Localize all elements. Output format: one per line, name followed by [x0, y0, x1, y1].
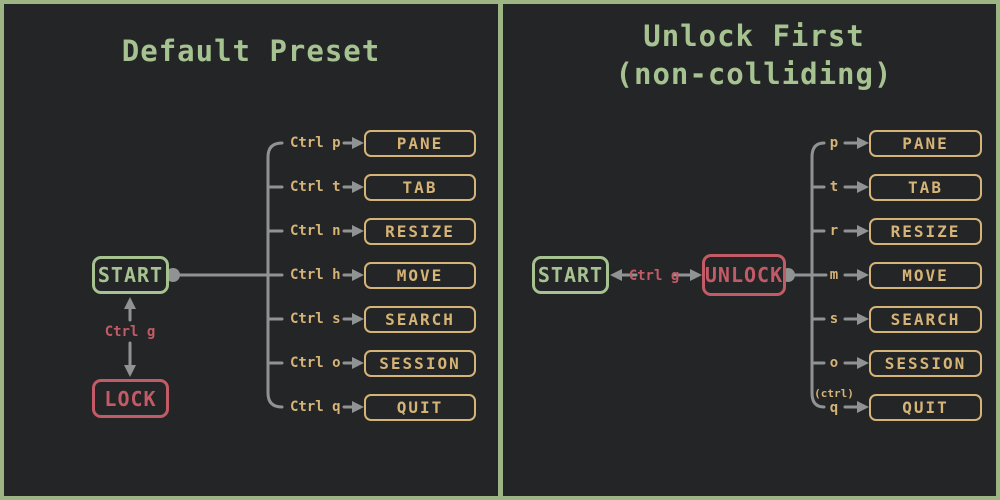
right-start-unlock-arrows — [610, 269, 702, 281]
left-key-pane: Ctrl p — [290, 135, 341, 151]
right-key-session: o — [829, 355, 839, 371]
left-box-move: MOVE — [364, 262, 476, 289]
right-ctrl-g-label: Ctrl g — [628, 268, 680, 284]
right-key-search: s — [829, 311, 839, 327]
left-tree-trunk — [174, 141, 284, 409]
right-key-quit: q — [829, 400, 839, 416]
left-key-quit: Ctrl q — [290, 399, 341, 415]
right-unlock-node: UNLOCK — [702, 254, 786, 296]
left-lock-node: LOCK — [92, 379, 169, 418]
right-box-search: SEARCH — [869, 306, 982, 333]
panel-divider — [498, 4, 503, 496]
left-start-label: START — [97, 263, 164, 287]
right-panel-title-line1: Unlock First — [643, 19, 865, 53]
right-start-label: START — [537, 263, 604, 287]
left-panel-title: Default Preset — [121, 34, 381, 68]
left-box-resize: RESIZE — [364, 218, 476, 245]
right-box-pane: PANE — [869, 130, 982, 157]
left-ctrl-g-label: Ctrl g — [104, 324, 156, 340]
left-lock-double-arrow — [124, 297, 136, 377]
left-box-pane: PANE — [364, 130, 476, 157]
right-key-tab: t — [829, 179, 839, 195]
right-box-session: SESSION — [869, 350, 982, 377]
right-start-node: START — [532, 256, 609, 294]
left-key-move: Ctrl h — [290, 267, 341, 283]
right-key-pane: p — [829, 135, 839, 151]
right-key-resize: r — [829, 223, 839, 239]
left-key-resize: Ctrl n — [290, 223, 341, 239]
right-key-quit-note: (ctrl) — [814, 387, 854, 400]
right-panel-title: Unlock First (non-colliding) — [507, 17, 996, 93]
right-box-tab: TAB — [869, 174, 982, 201]
right-panel-title-line2: (non-colliding) — [615, 57, 893, 91]
left-lock-label: LOCK — [104, 386, 157, 411]
left-box-search: SEARCH — [364, 306, 476, 333]
left-key-session: Ctrl o — [290, 355, 341, 371]
right-unlock-label: UNLOCK — [704, 263, 784, 287]
left-key-tab: Ctrl t — [290, 179, 341, 195]
right-tree-trunk — [786, 141, 828, 409]
left-start-port-dot — [166, 268, 180, 282]
left-box-tab: TAB — [364, 174, 476, 201]
right-key-move: m — [829, 267, 839, 283]
left-start-node: START — [92, 256, 169, 294]
right-box-quit: QUIT — [869, 394, 982, 421]
left-box-session: SESSION — [364, 350, 476, 377]
left-box-quit: QUIT — [364, 394, 476, 421]
left-branch-arrows — [342, 137, 364, 413]
right-box-move: MOVE — [869, 262, 982, 289]
right-branch-arrows — [843, 137, 869, 413]
right-box-resize: RESIZE — [869, 218, 982, 245]
left-key-search: Ctrl s — [290, 311, 341, 327]
